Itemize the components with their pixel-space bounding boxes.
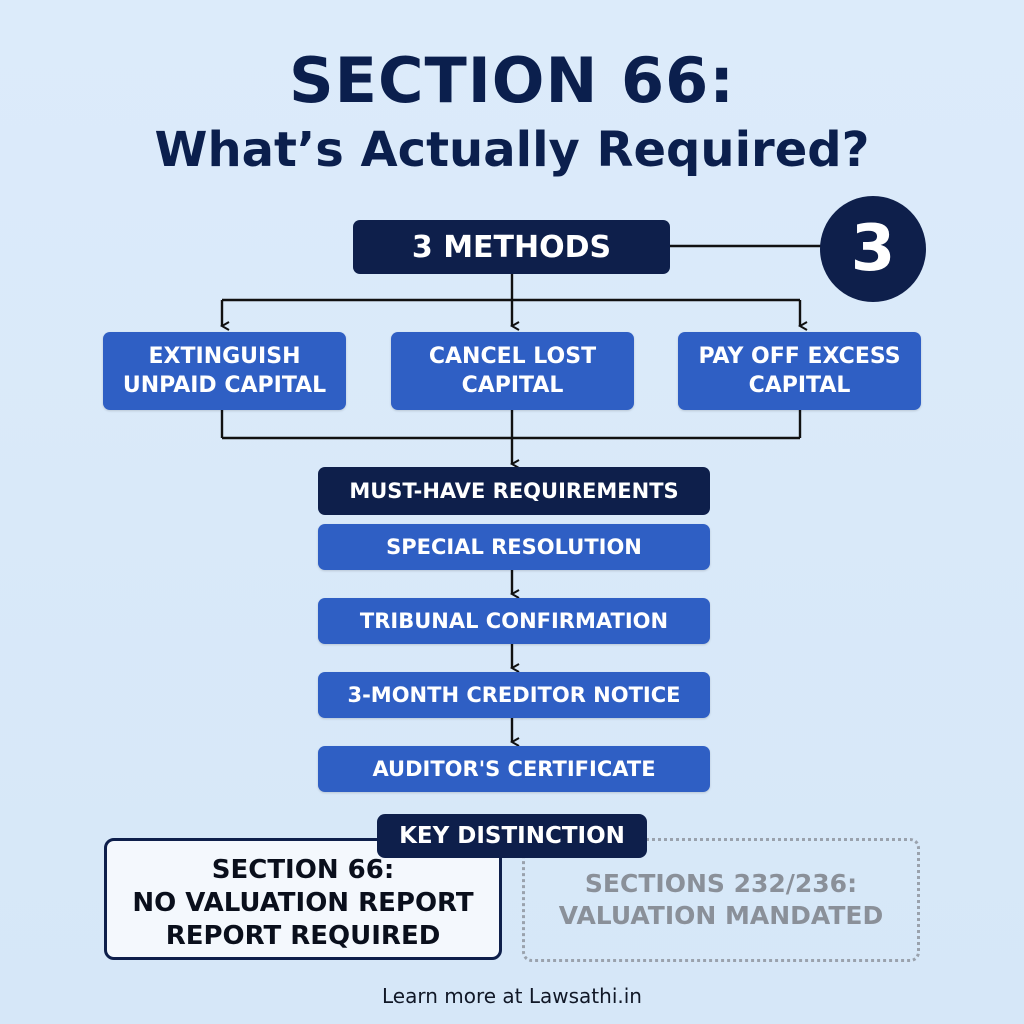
methods-header: 3 METHODS bbox=[353, 220, 670, 274]
methods-count-badge: 3 bbox=[820, 196, 926, 302]
section-66-distinction-box: SECTION 66: NO VALUATION REPORT REPORT R… bbox=[104, 838, 502, 960]
method-pay-off-excess-capital: PAY OFF EXCESS CAPITAL bbox=[678, 332, 921, 410]
requirement-auditors-certificate: AUDITOR'S CERTIFICATE bbox=[318, 746, 710, 792]
footer-link-text[interactable]: Learn more at Lawsathi.in bbox=[382, 984, 642, 1008]
sections-232-236-distinction-text: SECTIONS 232/236: VALUATION MANDATED bbox=[558, 869, 884, 930]
requirement-special-resolution: SPECIAL RESOLUTION bbox=[318, 524, 710, 570]
requirement-tribunal-confirmation: TRIBUNAL CONFIRMATION bbox=[318, 598, 710, 644]
requirement-creditor-notice: 3-MONTH CREDITOR NOTICE bbox=[318, 672, 710, 718]
method-cancel-lost-capital: CANCEL LOST CAPITAL bbox=[391, 332, 634, 410]
section-66-distinction-text: SECTION 66: NO VALUATION REPORT REPORT R… bbox=[132, 854, 474, 951]
page-title: SECTION 66: bbox=[288, 44, 736, 117]
sections-232-236-distinction-box: SECTIONS 232/236: VALUATION MANDATED bbox=[522, 838, 920, 962]
key-distinction-label: KEY DISTINCTION bbox=[377, 814, 647, 858]
page-subtitle: What’s Actually Required? bbox=[154, 122, 870, 178]
method-extinguish-unpaid-capital: EXTINGUISH UNPAID CAPITAL bbox=[103, 332, 346, 410]
requirements-header: MUST-HAVE REQUIREMENTS bbox=[318, 467, 710, 515]
